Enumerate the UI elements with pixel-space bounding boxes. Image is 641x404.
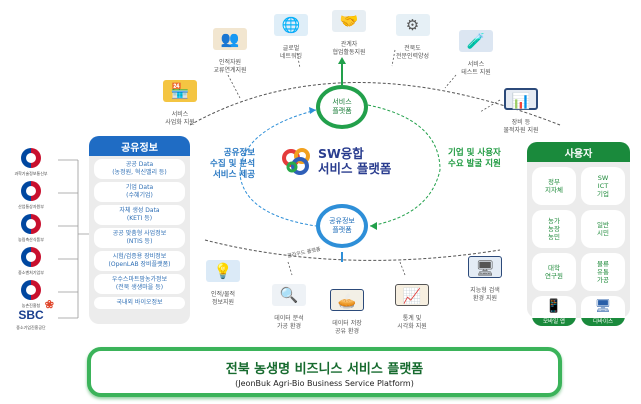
device-monitor: 🖥 디바이스 <box>581 296 625 326</box>
shared-info-panel: 공유정보 공공 Data (농정원, 혁신밸리 등) 기업 Data (수혜기업… <box>89 136 190 324</box>
infinity-logo-icon <box>282 148 310 175</box>
korea-gov-emblem-icon <box>21 280 41 300</box>
service-platform-node: 서비스 플랫폼 <box>316 85 368 129</box>
shared-info-item: 우수스마트팜농가정보 (전북 생생마을 등) <box>94 274 185 294</box>
user-cell-citizens: 일반 시민 <box>581 210 625 248</box>
shared-info-title: 공유정보 <box>89 136 190 156</box>
feature-service-commercialization: 🏪 서비스 사업화 지원 <box>150 72 210 134</box>
data-storage-icon: 🥧 <box>330 288 364 311</box>
data-analysis-icon: 🔍 <box>272 283 306 306</box>
shared-info-item: 공공 Data (농정원, 혁신밸리 등) <box>94 159 185 179</box>
platform-banner: 전북 농생명 비즈니스 서비스 플랫폼 (JeonBuk Agri-Bio Bu… <box>87 347 562 397</box>
shared-info-item: 국내외 바이오정보 <box>94 297 185 309</box>
korea-gov-emblem-icon <box>21 181 41 201</box>
feature-data-analysis: 🔍 데이터 분석 가공 환경 <box>262 276 316 338</box>
gear-people-icon: ⚙ <box>395 13 430 36</box>
feature-info-support: 💡 인적/물적 정보지원 <box>198 252 248 314</box>
feature-data-storage: 🥧 데이터 저장 공유 환경 <box>320 281 374 343</box>
ministry-mafra: 농림축산식품부 <box>4 214 58 243</box>
lab-test-icon: 🧪 <box>459 29 493 52</box>
feature-equipment-support: 📊 장비 등 물적자원 지원 <box>490 80 552 142</box>
feature-smart-search: 🖥 지능형 검색 환경 지원 <box>455 248 515 310</box>
shared-info-item: 기업 Data (수혜기업) <box>94 182 185 202</box>
mobile-app-icon: 📱 <box>545 299 563 314</box>
user-cell-logistics: 물류 유통 가공 <box>581 253 625 291</box>
lightbulb-tablet-icon: 💡 <box>206 259 240 282</box>
ministry-mss: 중소벤처기업부 <box>4 247 58 276</box>
sbc-logo-icon: SBC <box>4 298 58 322</box>
sw-platform-title: SW융합 서비스 플랫폼 <box>281 146 391 176</box>
banner-title: 전북 농생명 비즈니스 서비스 플랫폼 <box>225 362 424 377</box>
user-cell-government: 정부 지자체 <box>532 167 576 205</box>
shared-platform-node: 공유정보 플랫폼 <box>316 204 368 248</box>
store-icon: 🏪 <box>163 79 197 102</box>
users-panel: 사용자 정부 지자체 SW ICT 기업 농가 농장 농민 일반 시민 대학 연… <box>527 142 630 326</box>
korea-gov-emblem-icon <box>21 148 41 168</box>
meeting-icon: 👥 <box>213 27 247 50</box>
korea-gov-emblem-icon <box>21 214 41 234</box>
shared-info-item: 공공 맞춤형 사업정보 (NTIS 등) <box>94 228 185 248</box>
user-cell-researchers: 대학 연구원 <box>532 253 576 291</box>
feature-hr-exchange: 👥 인적자원 교류연계지원 <box>213 27 247 74</box>
ministry-sbc: SBC 중소기업진흥공단 <box>4 298 58 331</box>
handshake-icon: 🤝 <box>332 9 366 32</box>
ministry-msit: 과학기술정보통신부 <box>4 148 58 177</box>
feature-collaboration: 🤝 관계자 협업활동지원 <box>332 9 366 56</box>
user-cell-sw-ict: SW ICT 기업 <box>581 167 625 205</box>
shared-info-item: 자체 생성 Data (KETI 등) <box>94 205 185 225</box>
feature-statistics: 📈 통계 및 시각화 지원 <box>385 276 439 338</box>
users-title: 사용자 <box>527 142 630 162</box>
smart-search-icon: 🖥 <box>468 255 502 278</box>
feature-global-networking: 🌐 글로벌 네트워킹 <box>266 6 316 68</box>
global-handshake-icon: 🌐 <box>274 13 308 36</box>
shared-info-item: 시험/검증용 장비정보 (OpenLAB 장비플랫폼) <box>94 251 185 271</box>
left-caption: 공유정보 수집 및 분석 서비스 제공 <box>210 148 256 180</box>
monitor-device-icon: 🖥 <box>594 299 612 314</box>
feature-service-test: 🧪 서비스 테스트 지원 <box>447 22 505 84</box>
ministry-rda: 농촌진흥청 <box>4 280 58 309</box>
feature-talent-training: ⚙ 전북도 전문인력양성 <box>395 13 430 60</box>
user-cell-farmers: 농가 농장 농민 <box>532 210 576 248</box>
statistics-board-icon: 📈 <box>395 283 429 306</box>
banner-subtitle: (JeonBuk Agri-Bio Business Service Platf… <box>235 379 414 388</box>
device-mobile-app: 📱 모바일 앱 <box>532 296 576 326</box>
monitor-chart-icon: 📊 <box>504 87 538 110</box>
korea-gov-emblem-icon <box>21 247 41 267</box>
right-caption: 기업 및 사용자 수요 발굴 지원 <box>448 148 501 169</box>
ministry-motie: 산업통상자원부 <box>4 181 58 210</box>
